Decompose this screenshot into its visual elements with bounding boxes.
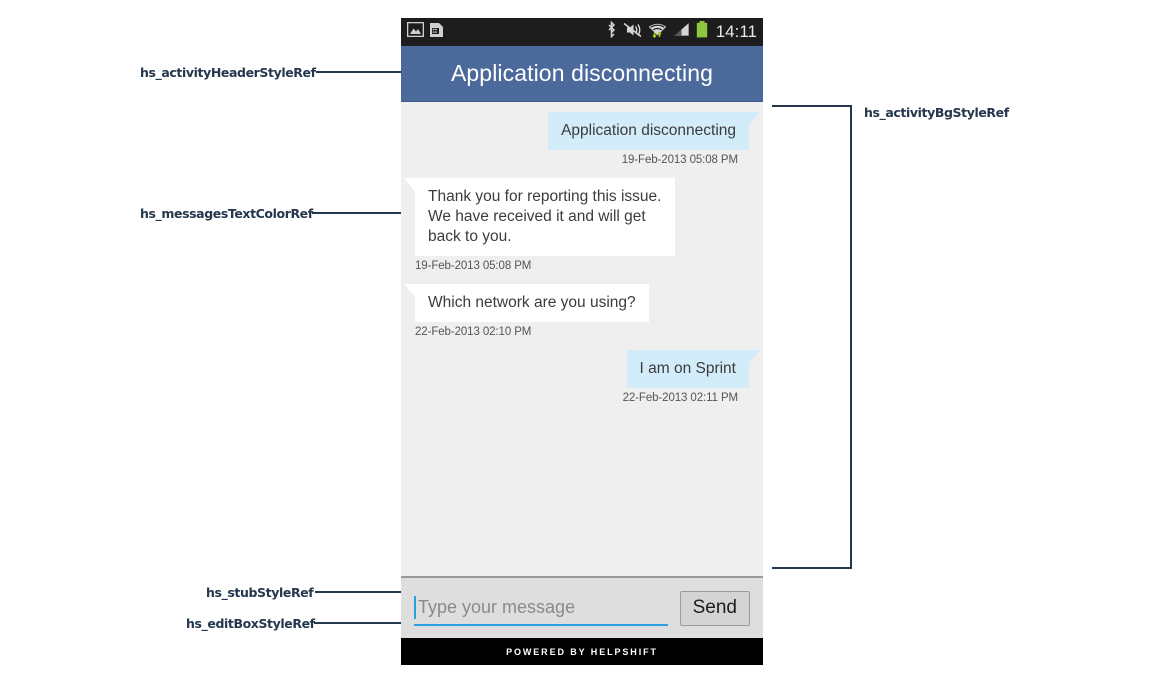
message-bubble-agent: Thank you for reporting this issue. We h… [404, 178, 675, 256]
annotation-bracket-top [772, 105, 852, 107]
send-button[interactable]: Send [679, 590, 750, 626]
annotation-label-stub: hs_stubStyleRef [206, 585, 314, 600]
wifi-data-icon [648, 22, 667, 43]
annotation-leader-line [315, 591, 401, 593]
message-input[interactable]: Type your message [414, 590, 668, 626]
sim-card-alert-icon [429, 22, 445, 43]
message-timestamp: 19-Feb-2013 05:08 PM [415, 260, 532, 272]
phone-screen: 14:11 Application disconnecting Applicat… [401, 18, 763, 665]
annotation-leader-line [312, 212, 401, 214]
status-bar: 14:11 [401, 18, 763, 46]
annotation-bracket-side [850, 105, 852, 569]
annotation-bracket-bottom [772, 567, 852, 569]
annotation-leader-line [316, 71, 401, 73]
message-row: Thank you for reporting this issue. We h… [404, 178, 749, 272]
status-bar-clock: 14:11 [715, 22, 757, 41]
vibrate-mute-icon [623, 22, 642, 43]
battery-icon [696, 21, 708, 43]
reply-stub-bar: Type your message Send [401, 576, 763, 638]
message-row: Which network are you using? 22-Feb-2013… [404, 284, 749, 338]
signal-bars-icon [673, 22, 690, 42]
annotation-label-activity-bg: hs_activityBgStyleRef [864, 105, 1009, 120]
annotation-label-editbox: hs_editBoxStyleRef [186, 616, 315, 631]
message-timestamp: 22-Feb-2013 02:11 PM [622, 392, 739, 404]
annotation-label-messages-text-color: hs_messagesTextColorRef [140, 206, 313, 221]
message-timestamp: 22-Feb-2013 02:10 PM [415, 326, 532, 338]
message-bubble-agent: Which network are you using? [404, 284, 649, 322]
image-icon [406, 21, 425, 42]
page-title: Application disconnecting [450, 60, 714, 86]
message-row: Application disconnecting 19-Feb-2013 05… [415, 112, 760, 166]
message-timestamp: 19-Feb-2013 05:08 PM [621, 154, 738, 166]
text-caret [414, 595, 416, 619]
status-bar-right-icons: 14:11 [606, 20, 757, 43]
status-bar-left-icons [406, 21, 445, 43]
message-bubble-user: Application disconnecting [548, 112, 760, 150]
app-header: Application disconnecting [401, 46, 763, 102]
bluetooth-icon [606, 20, 617, 43]
message-bubble-user: I am on Sprint [626, 350, 760, 388]
annotation-leader-line [314, 622, 401, 624]
message-row: I am on Sprint 22-Feb-2013 02:11 PM [415, 350, 760, 404]
annotation-label-activity-header: hs_activityHeaderStyleRef [140, 65, 316, 80]
conversation-list[interactable]: Application disconnecting 19-Feb-2013 05… [401, 102, 763, 576]
message-input-placeholder: Type your message [418, 596, 576, 617]
powered-by-footer: POWERED BY HELPSHIFT [401, 638, 763, 665]
